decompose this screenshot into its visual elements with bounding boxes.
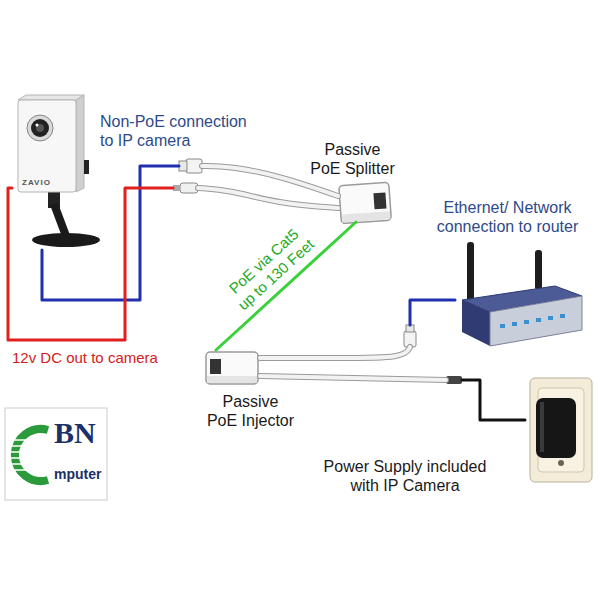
cable-path [42,166,179,300]
cable-plugs [173,159,462,384]
cable-path [462,380,525,420]
logo-emblem-part [8,463,52,465]
router-illustration-part [524,320,529,324]
cable-path [216,222,356,350]
power-supply-illustration-part [536,398,576,458]
ip-camera-illustration-part [54,204,66,236]
router-illustration-part [512,322,517,326]
power-outlet: Power Supply included with IP Camera [525,375,593,485]
logo-text: mputer [54,466,101,483]
router-illustration-part [462,300,490,346]
ip-camera-illustration-part [76,95,84,192]
logo-emblem-part [8,469,52,471]
router-illustration-part [560,314,565,318]
connection-note: Non-PoE connection to IP camera [100,112,258,150]
ip-camera-illustration-part [18,100,76,192]
ip-camera-illustration [18,95,100,247]
logo-emblem-part [8,457,52,459]
device-label: Ethernet/ Network connection to router [425,198,590,236]
cable-connector [260,300,455,358]
device-label: Passive PoE Injector [206,392,295,430]
logo-text: BN [54,418,96,448]
cable-path [260,347,410,358]
router-illustration-part [500,324,505,328]
router-illustration-part [467,242,474,304]
logo-emblem-part [15,429,48,481]
logo-emblem-part [8,445,52,447]
ip-camera-illustration-part [31,119,49,137]
logo-emblem-part [8,439,52,441]
cable-path [198,188,338,208]
poe-injector: Passive PoE Injector [204,350,260,386]
logo-emblem-part [5,408,107,500]
ip-camera-illustration-part [36,124,39,127]
cable-path [410,300,455,325]
router-illustration-part [535,250,542,290]
device-label: Passive PoE Splitter [308,140,397,178]
ip-camera-illustration-part [27,115,53,141]
wireless-router: Ethernet/ Network connection to router [455,240,585,352]
poe-splitter-illustration-part [342,211,390,222]
poe-injector-illustration-part [210,359,221,374]
logo-emblem-part [8,451,52,453]
connection-note: 12v DC out to camera [12,349,158,367]
ip-camera-illustration-part [18,95,84,100]
cable-label: PoE via Cat5 up to 130 Feet [221,221,319,315]
cable-path [198,188,338,208]
brand-name: ZAVIO [22,178,51,188]
power-supply-illustration-part [530,378,592,482]
cable-path [260,347,410,358]
router-illustration-part [490,296,582,346]
logo-emblem [5,408,107,500]
poe-injector-illustration-part [206,352,258,384]
router-illustration-part [536,318,541,322]
cable-connector [216,222,356,350]
ip-camera-illustration-part [36,124,44,132]
cable-path [8,188,173,340]
poe-splitter: Passive PoE Splitter [338,182,392,222]
poe-splitter-illustration-part [339,182,392,223]
ip-camera: ZAVIO [12,98,102,250]
power-supply-illustration-part [540,402,544,452]
device-label: Power Supply included with IP Camera [310,457,500,495]
router-illustration-part [548,316,553,320]
cable-path [260,376,446,380]
poe-splitter-illustration [339,182,392,223]
cable-connector [260,376,525,420]
poe-splitter-illustration-part [373,192,386,209]
cable-connector [8,188,338,340]
poe-injector-illustration-part [207,376,257,383]
cable-path [260,376,446,380]
power-supply-illustration-part [558,460,564,466]
ip-camera-illustration-part [32,233,100,247]
power-supply-illustration [530,378,592,482]
router-illustration [462,242,582,346]
ip-camera-illustration-part [84,160,89,174]
poe-injector-illustration [206,352,258,384]
